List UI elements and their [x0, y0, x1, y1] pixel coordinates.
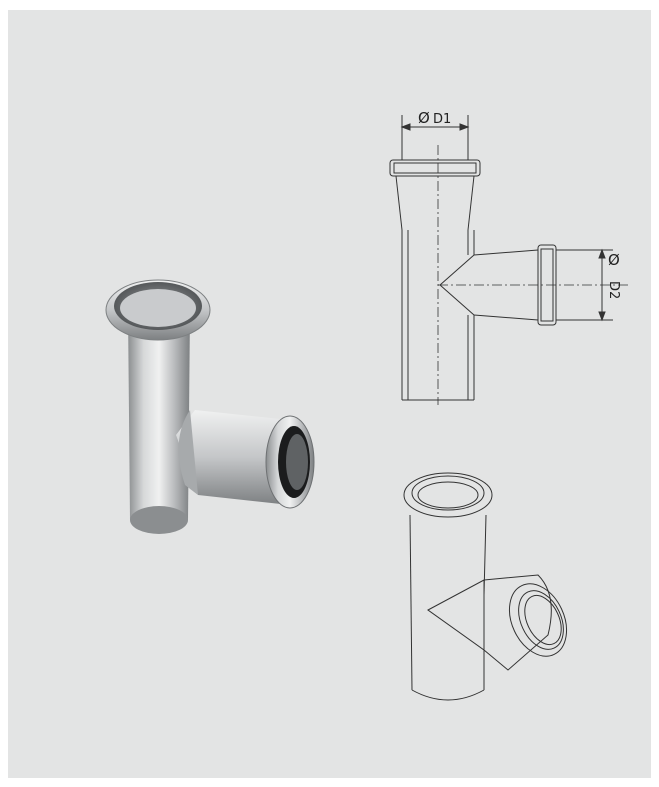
- d2-symbol: Ø: [608, 251, 620, 269]
- stainless-tee-fitting-icon: [105, 279, 315, 534]
- d2-text: D2: [606, 281, 621, 299]
- d1-text: D1: [433, 112, 451, 127]
- product-panel: Ø D1 Ø D2: [8, 10, 651, 778]
- d1-label: Ø: [418, 109, 430, 127]
- tee-technical-drawing-icon: Ø D1 Ø D2: [389, 109, 628, 405]
- tee-line-sketch-icon: [403, 472, 568, 701]
